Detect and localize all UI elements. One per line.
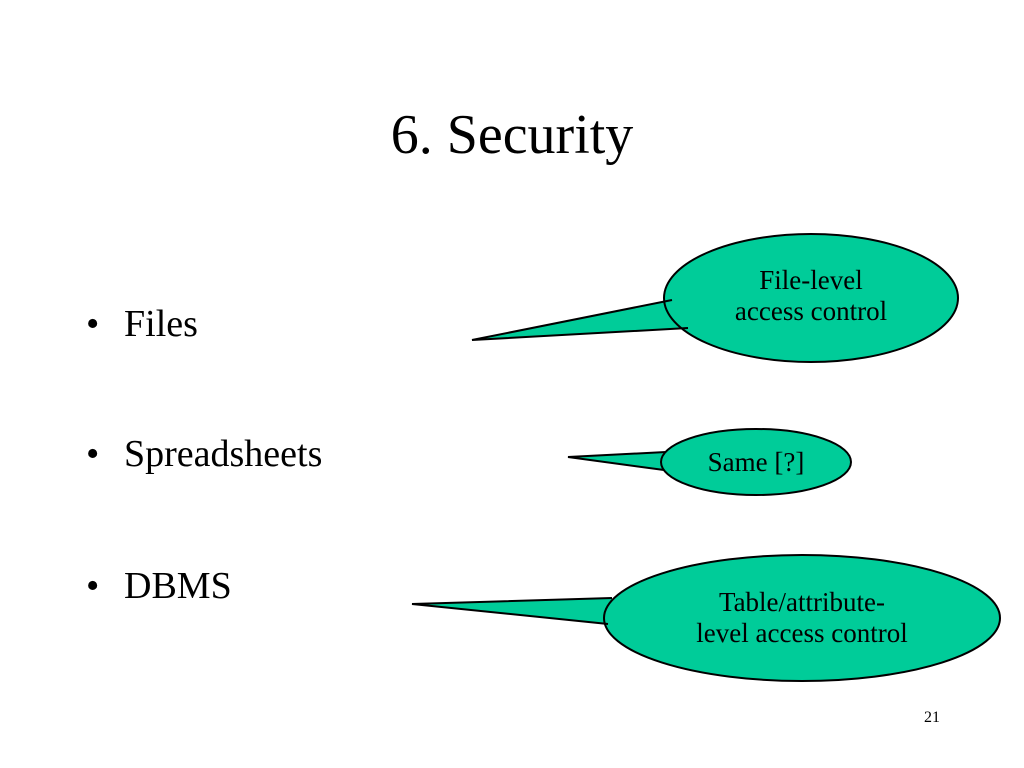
bullet-dbms: • DBMS [86,563,232,609]
bullet-text: Spreadsheets [124,433,323,475]
callout-bubble [603,554,1001,682]
callout-same [567,428,852,496]
bullet-marker: • [86,303,100,345]
callout-line: Same [?] [707,447,805,477]
bullet-marker: • [86,433,100,475]
callout-pointer-edge [411,597,613,625]
callout-pointer [412,598,612,624]
callout-same-text: Same [?] [660,447,852,478]
callout-line: level access control [696,618,908,648]
callout-line: File-level [759,265,863,295]
bullet-marker: • [86,565,100,607]
callout-line: access control [734,296,888,326]
bullet-text: DBMS [124,565,232,607]
callout-pointer-edge [471,299,689,341]
bullet-files: • Files [86,301,198,347]
callout-file-level [471,233,959,363]
callout-file-level-text: File-level access control [684,265,938,327]
callout-table-attribute [411,554,1001,682]
bullet-text: Files [124,303,198,345]
callout-bubble [663,233,959,363]
callout-line: Table/attribute- [718,587,886,617]
callout-table-attribute-text: Table/attribute- level access control [602,587,1002,649]
bullet-spreadsheets: • Spreadsheets [86,431,322,477]
page-number: 21 [924,709,940,726]
callout-pointer-edge [567,451,667,471]
slide-title: 6. Security [390,104,634,166]
callout-bubble [660,428,852,496]
